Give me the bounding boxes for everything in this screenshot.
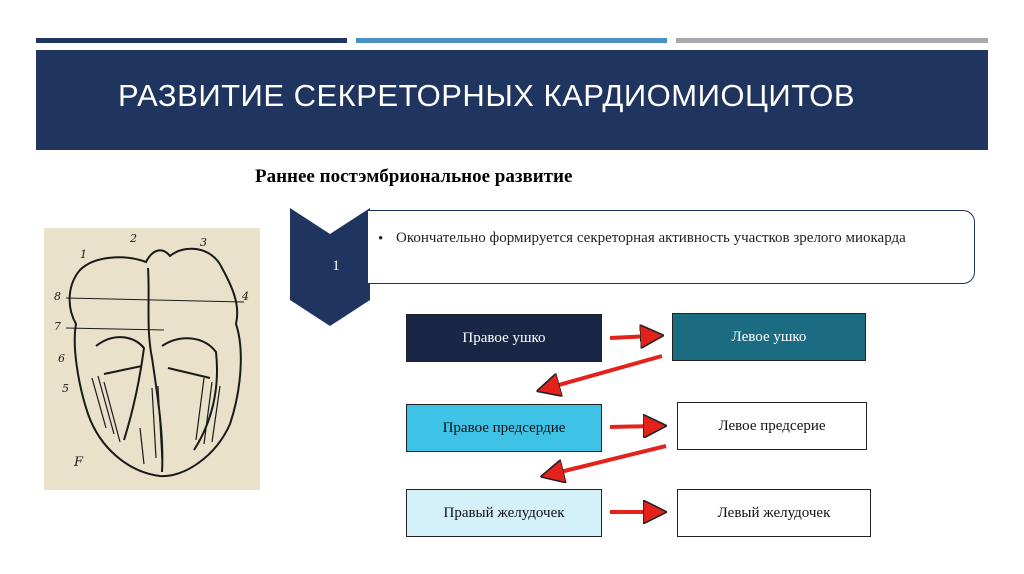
arrow-right-auricle-to-left-auricle	[610, 336, 652, 338]
arrow-left-atrium-to-right-ventricle	[552, 446, 666, 474]
arrow-left-auricle-to-right-atrium	[548, 356, 662, 388]
arrow-right-atrium-to-left-atrium	[610, 426, 655, 427]
